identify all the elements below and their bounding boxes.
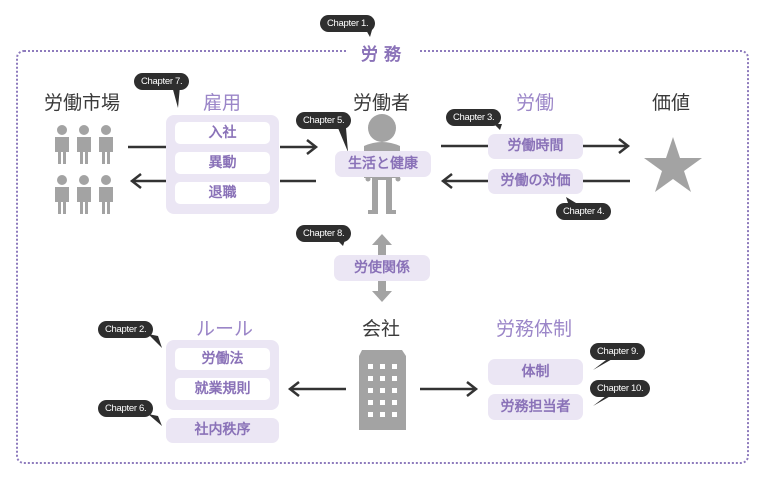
chapter-8-bubble[interactable]: Chapter 8. (296, 225, 352, 242)
employment-heading: 雇用 (203, 92, 242, 114)
bubble-tails (148, 30, 614, 426)
chapter-9-bubble[interactable]: Chapter 9. (590, 343, 646, 360)
chapter-7-bubble[interactable]: Chapter 7. (134, 73, 190, 90)
chapter-5-bubble[interactable]: Chapter 5. (296, 112, 352, 129)
main-title: 労務 (361, 45, 407, 65)
rules-item-labor-law[interactable]: 労働法 (175, 348, 270, 370)
labor-heading: 労働 (516, 92, 555, 114)
chapter-6-bubble[interactable]: Chapter 6. (98, 400, 154, 417)
labor-item-hours[interactable]: 労働時間 (488, 134, 583, 159)
employment-item-hire[interactable]: 入社 (175, 122, 270, 144)
chapter-10-bubble[interactable]: Chapter 10. (590, 380, 651, 397)
labor-market-heading: 労働市場 (44, 92, 121, 114)
rules-heading: ルール (196, 318, 254, 340)
employment-item-transfer[interactable]: 異動 (175, 152, 270, 174)
company-heading: 会社 (362, 318, 401, 340)
arrow-worker-to-value (441, 138, 631, 154)
title-gap (348, 40, 420, 62)
arrow-value-to-worker (440, 173, 630, 189)
arrow-company-to-system (420, 381, 479, 397)
labor-system-heading: 労務体制 (496, 318, 573, 340)
arrow-company-to-rules (287, 381, 346, 397)
people-group-icon (55, 125, 113, 214)
chapter-1-bubble[interactable]: Chapter 1. (320, 15, 376, 32)
chapter-3-bubble[interactable]: Chapter 3. (446, 109, 502, 126)
rules-item-work-rules[interactable]: 就業規則 (175, 378, 270, 400)
chapter-2-bubble[interactable]: Chapter 2. (98, 321, 154, 338)
building-icon (359, 350, 406, 430)
labor-system-item-structure[interactable]: 体制 (488, 359, 583, 385)
chapter-4-bubble[interactable]: Chapter 4. (556, 203, 612, 220)
star-icon (644, 137, 702, 192)
rules-item-internal-order[interactable]: 社内秩序 (166, 418, 279, 443)
worker-life-health[interactable]: 生活と健康 (335, 151, 431, 177)
labor-system-item-staff[interactable]: 労務担当者 (488, 394, 583, 420)
worker-heading: 労働者 (353, 92, 411, 114)
arrow-employment-to-worker (280, 139, 319, 155)
double-arrow-icon (372, 234, 392, 302)
value-heading: 価値 (652, 92, 691, 114)
labor-relations[interactable]: 労使関係 (334, 255, 430, 281)
employment-item-retire[interactable]: 退職 (175, 182, 270, 204)
arrow-employment-to-market (129, 173, 166, 189)
labor-item-compensation[interactable]: 労働の対価 (488, 169, 583, 194)
